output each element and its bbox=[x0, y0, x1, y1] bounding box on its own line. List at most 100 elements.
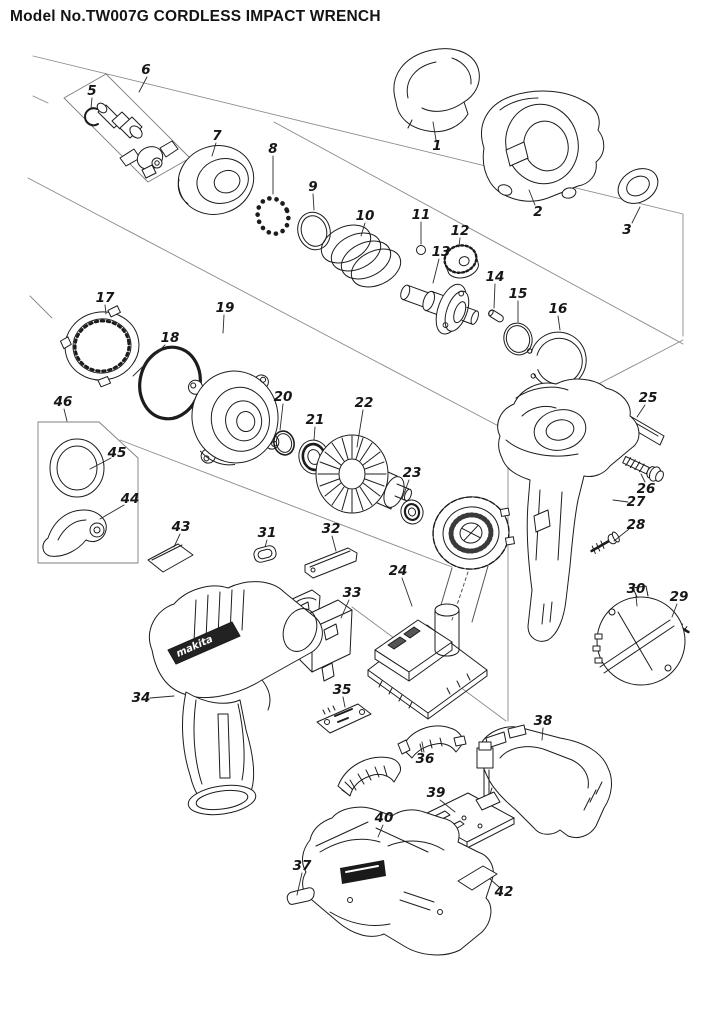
leader-line-28 bbox=[614, 529, 629, 541]
leader-line-24 bbox=[402, 578, 412, 606]
part-label-2: 2 bbox=[533, 204, 543, 220]
part-13-drawing bbox=[393, 267, 487, 344]
leader-line-27 bbox=[613, 500, 628, 502]
part-label-28: 28 bbox=[626, 517, 646, 533]
leader-line-42 bbox=[490, 879, 499, 887]
part-label-32: 32 bbox=[321, 521, 341, 537]
harness-arc-drawing bbox=[338, 757, 401, 796]
leader-line-43 bbox=[174, 534, 180, 547]
part-28-drawing bbox=[589, 531, 621, 556]
part-label-45: 45 bbox=[107, 445, 127, 461]
part-26-drawing bbox=[621, 453, 666, 485]
leader-line-25 bbox=[637, 405, 645, 417]
leader-line-21 bbox=[314, 427, 315, 440]
leader-line-5 bbox=[91, 98, 92, 108]
leader-line-18 bbox=[133, 345, 165, 376]
part-1-drawing bbox=[394, 49, 479, 132]
part-label-17: 17 bbox=[95, 290, 115, 306]
leader-line-19 bbox=[223, 315, 224, 333]
leader-line-12 bbox=[459, 238, 460, 247]
part-label-31: 31 bbox=[257, 525, 277, 541]
part-43-drawing bbox=[148, 544, 193, 572]
part-label-27: 27 bbox=[626, 494, 646, 510]
part-label-40: 40 bbox=[374, 810, 394, 826]
part-label-16: 16 bbox=[548, 301, 568, 317]
leader-line-3 bbox=[632, 207, 640, 223]
part-7-drawing bbox=[169, 136, 263, 224]
leader-line-14 bbox=[494, 284, 495, 308]
leader-line-32 bbox=[332, 536, 336, 551]
part-label-42: 42 bbox=[494, 884, 514, 900]
leader-line-30 bbox=[636, 596, 637, 606]
part-label-29: 29 bbox=[669, 589, 689, 605]
page-title: Model No.TW007G CORDLESS IMPACT WRENCH bbox=[10, 8, 381, 25]
part-15-drawing bbox=[500, 320, 535, 358]
leader-line-23 bbox=[402, 480, 409, 499]
part-32-drawing bbox=[305, 548, 357, 578]
part-3-drawing bbox=[612, 162, 664, 211]
part-30-drawing bbox=[593, 586, 685, 685]
part-5-drawing bbox=[85, 108, 98, 125]
part-label-8: 8 bbox=[268, 141, 278, 157]
part-label-15: 15 bbox=[508, 286, 528, 302]
leader-lines bbox=[64, 77, 677, 895]
part-24-drawing bbox=[368, 490, 518, 719]
part-label-38: 38 bbox=[533, 713, 553, 729]
leader-line-38 bbox=[542, 728, 543, 740]
part-label-35: 35 bbox=[332, 682, 352, 698]
part-2-drawing bbox=[482, 91, 604, 201]
part-label-46: 46 bbox=[53, 394, 73, 410]
leader-line-22 bbox=[357, 410, 363, 447]
part-label-10: 10 bbox=[355, 208, 375, 224]
leader-line-6 bbox=[139, 77, 147, 92]
part-27-drawing bbox=[498, 379, 639, 641]
part-label-30: 30 bbox=[626, 581, 646, 597]
leader-line-37 bbox=[297, 873, 302, 895]
leader-line-34 bbox=[150, 696, 174, 698]
part-8-drawing bbox=[253, 194, 294, 238]
part-label-14: 14 bbox=[485, 269, 505, 285]
part-44-drawing bbox=[43, 510, 106, 556]
leader-line-40 bbox=[378, 825, 383, 837]
part-label-34: 34 bbox=[131, 690, 151, 706]
part-label-39: 39 bbox=[426, 785, 446, 801]
leader-line-46 bbox=[64, 409, 67, 421]
part-9-drawing bbox=[293, 208, 335, 254]
part-label-36: 36 bbox=[415, 751, 435, 767]
part-42-drawing bbox=[458, 866, 497, 890]
battery-mount-drawing bbox=[303, 807, 494, 955]
leader-line-36 bbox=[422, 742, 424, 752]
part-6-drawing bbox=[64, 74, 190, 182]
part-label-19: 19 bbox=[215, 300, 235, 316]
leader-line-7 bbox=[212, 143, 216, 156]
leader-line-35 bbox=[343, 697, 345, 707]
part-label-9: 9 bbox=[308, 179, 318, 195]
part-label-21: 21 bbox=[305, 412, 325, 428]
leader-line-16 bbox=[558, 316, 560, 330]
leader-line-29 bbox=[672, 604, 677, 617]
leader-line-17 bbox=[105, 305, 106, 314]
part-label-25: 25 bbox=[638, 390, 658, 406]
leader-line-39 bbox=[440, 800, 455, 812]
part-12-drawing bbox=[442, 242, 481, 282]
part-label-6: 6 bbox=[141, 62, 151, 78]
part-34-drawing: makita bbox=[149, 582, 322, 819]
part-label-18: 18 bbox=[160, 330, 180, 346]
part-label-22: 22 bbox=[354, 395, 374, 411]
leader-line-31 bbox=[265, 540, 267, 547]
part-label-24: 24 bbox=[388, 563, 408, 579]
part-46-drawing bbox=[38, 422, 138, 563]
part-45-drawing bbox=[50, 439, 104, 497]
leader-line-20 bbox=[280, 404, 283, 430]
leader-line-45 bbox=[90, 458, 111, 469]
part-label-3: 3 bbox=[622, 222, 632, 238]
part-20-drawing bbox=[271, 429, 297, 457]
part-label-12: 12 bbox=[450, 223, 470, 239]
part-label-26: 26 bbox=[636, 481, 656, 497]
part-31-drawing bbox=[253, 544, 278, 563]
part-36-drawing bbox=[398, 726, 466, 758]
part-label-44: 44 bbox=[120, 491, 140, 507]
leader-line-13 bbox=[433, 259, 439, 283]
part-label-33: 33 bbox=[342, 585, 362, 601]
